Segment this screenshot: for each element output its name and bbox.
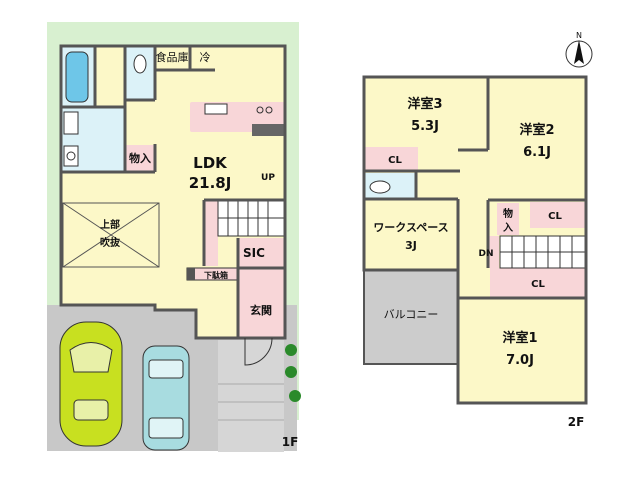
sic-room	[238, 238, 285, 268]
floor1-label: 1F	[282, 435, 299, 449]
void-label-1: 上部	[100, 218, 120, 231]
entrance-door	[244, 337, 273, 366]
fridge-label: 冷	[200, 51, 211, 64]
approach-path	[218, 340, 284, 452]
storage-2f-label-1: 物	[503, 207, 513, 220]
stove-icon	[256, 106, 264, 114]
workspace-size: 3J	[405, 239, 417, 252]
washer-icon	[63, 111, 79, 135]
toilet-2f-icon	[369, 180, 391, 194]
stair-2f	[499, 235, 587, 269]
floor2-walls	[362, 75, 588, 405]
floor1-walls	[59, 44, 287, 340]
bathtub-icon	[65, 51, 89, 103]
pantry-label: 食品庫	[156, 50, 189, 64]
closet-bed3	[364, 147, 418, 171]
closet-bed2-label: CL	[548, 211, 562, 222]
stair-2f-side	[487, 236, 499, 268]
ldk-name: LDK	[193, 154, 228, 172]
bed2-size: 6.1J	[523, 145, 551, 160]
void-area	[62, 202, 160, 268]
closet-bed3-label: CL	[388, 155, 402, 166]
closet-bed2	[530, 202, 586, 228]
shoe-box-label: 下駄箱	[204, 270, 228, 280]
bed3-size: 5.3J	[411, 119, 439, 134]
bed1-size: 7.0J	[506, 353, 534, 368]
storage-1f-label: 物入	[129, 151, 151, 165]
bed1-name: 洋室1	[502, 330, 537, 346]
toilet-icon	[133, 54, 147, 74]
stair-up-label: UP	[261, 173, 275, 183]
entrance-label: 玄関	[250, 303, 272, 317]
closet-bed1	[490, 268, 586, 298]
storage-1f	[125, 145, 155, 171]
compass-north-label: N	[576, 31, 582, 40]
balcony-label: バルコニー	[384, 308, 439, 321]
storage-2f	[497, 203, 519, 235]
floor2-label: 2F	[568, 415, 585, 429]
entrance-hall	[238, 268, 285, 338]
bed3-name: 洋室3	[407, 96, 442, 112]
sic-label: SIC	[243, 246, 265, 260]
basin-icon	[63, 145, 79, 167]
storage-2f-label-2: 入	[503, 222, 513, 234]
bed2-name: 洋室2	[519, 122, 554, 138]
stair-1f-side	[204, 200, 218, 266]
ldk-size: 21.8J	[189, 174, 232, 192]
compass-icon	[565, 40, 593, 68]
yellow-car-icon	[59, 321, 123, 447]
void-label-2: 吹抜	[100, 236, 121, 249]
floor2-interior	[364, 77, 586, 403]
teal-car-icon	[142, 345, 190, 451]
closet-bed1-label: CL	[531, 279, 545, 290]
workspace-name: ワークスペース	[373, 221, 448, 234]
stair-dn-label: DN	[478, 249, 493, 259]
sink-icon	[204, 103, 228, 115]
stair-1f	[217, 199, 286, 237]
plant-icon	[285, 344, 301, 402]
